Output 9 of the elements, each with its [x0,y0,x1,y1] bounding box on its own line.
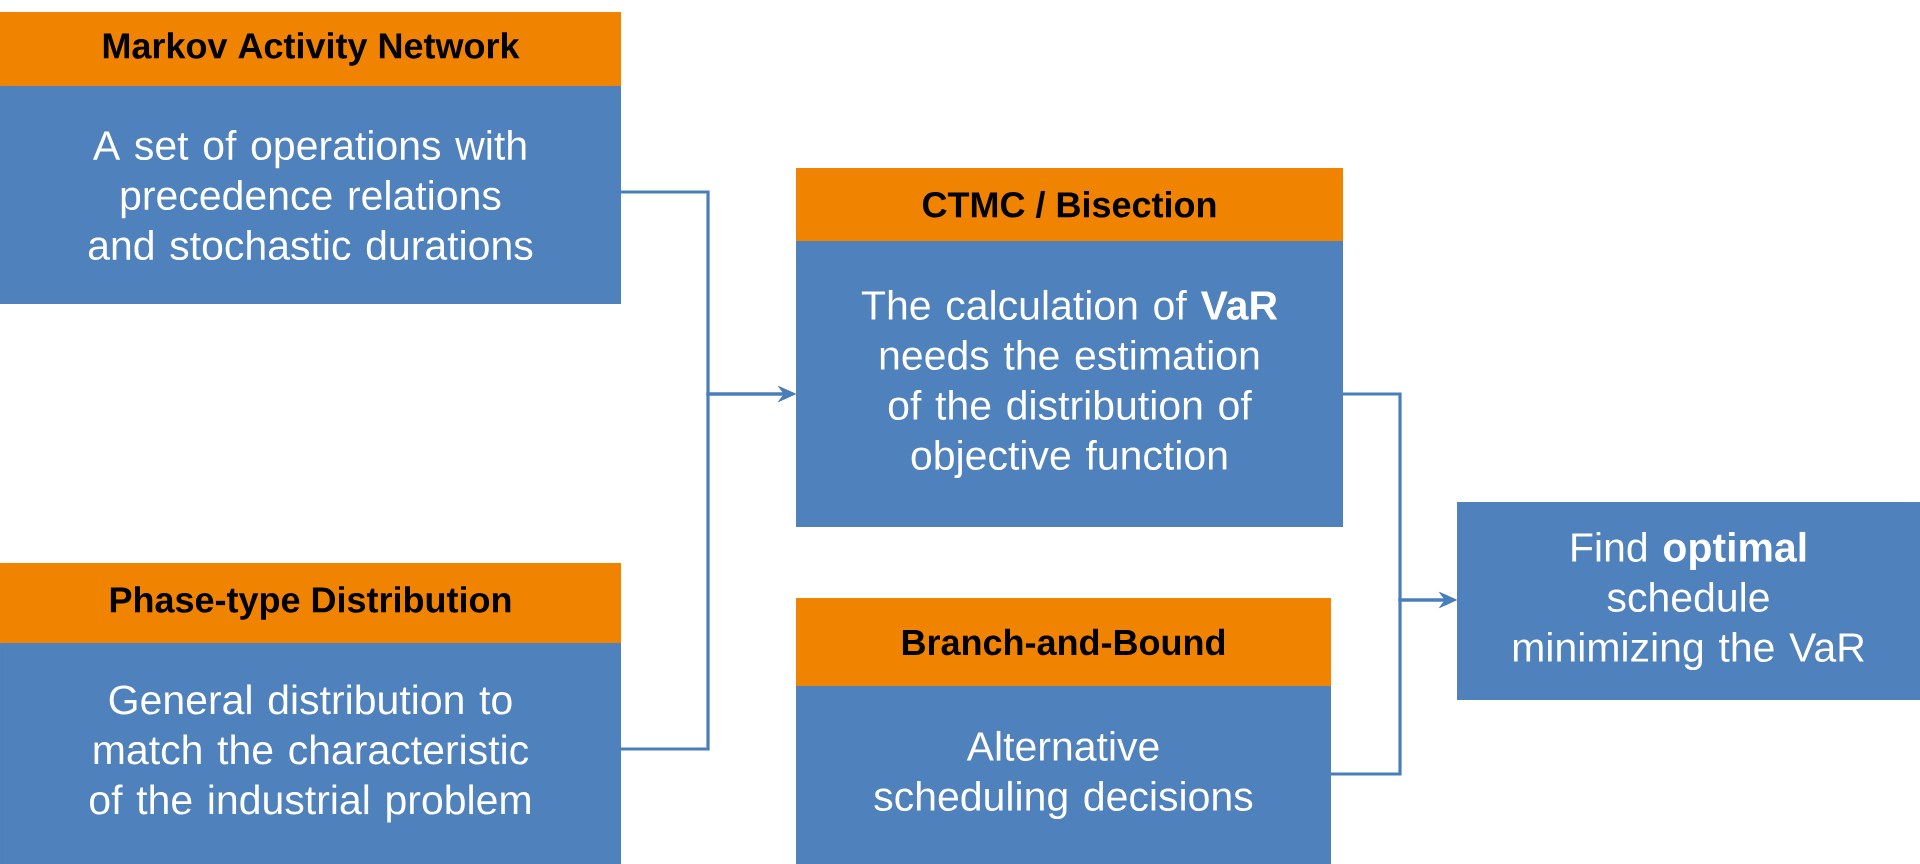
process-box: General distribution to match the characteristic of the industrial problem [0,643,621,864]
header-band: CTMC / Bisection [796,168,1343,241]
header-band: Branch-and-Bound [796,598,1331,686]
process-box: A set of operations with precedence relations and stochastic durations [0,86,621,304]
process-box: Alternative scheduling decisions [796,686,1331,864]
header-band: Markov Activity Network [0,12,621,86]
header-band: Phase-type Distribution [0,563,621,643]
process-box: The calculation of VaR needs the estimation of the distribution of objective function [796,241,1343,527]
process-box: Find optimal schedule minimizing the VaR [1457,502,1920,700]
